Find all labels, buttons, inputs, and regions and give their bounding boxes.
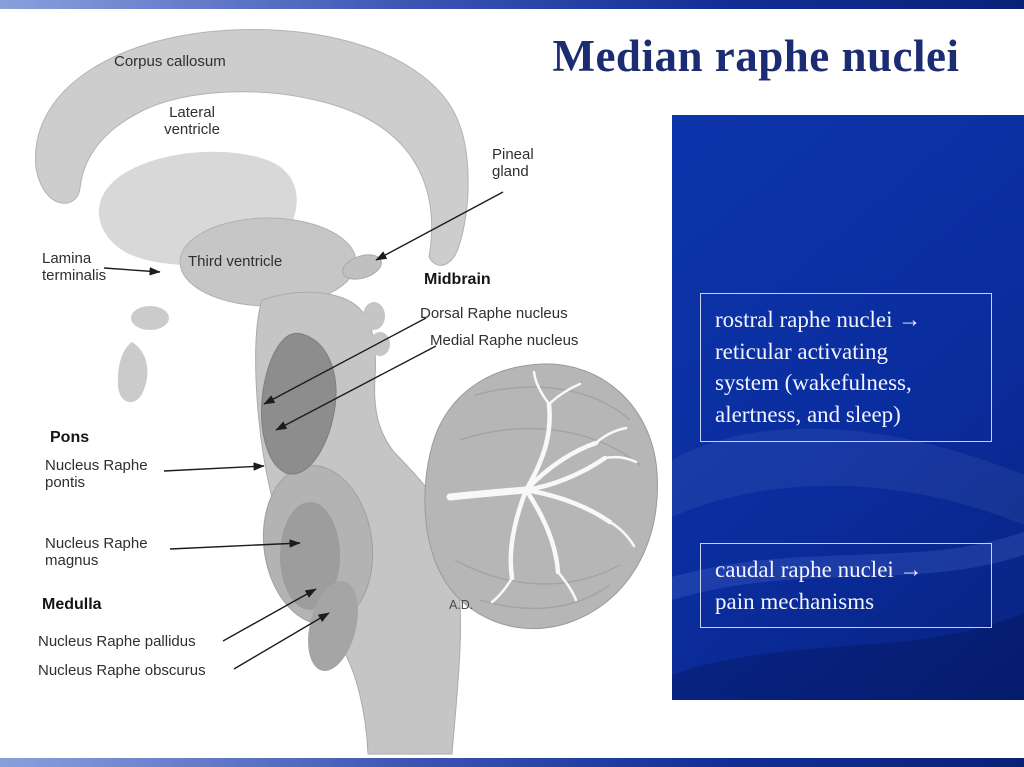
label-lamina-terminalis: Lamina terminalis — [42, 250, 107, 285]
colliculus-shape — [370, 332, 390, 356]
label-midbrain: Midbrain — [424, 271, 491, 288]
label-artist-signature: A.D. — [449, 598, 474, 612]
brain-diagram: Corpus callosum Lateral ventricle Pineal… — [0, 9, 672, 759]
slide-title: Median raphe nuclei — [552, 31, 960, 81]
top-border-strip — [0, 0, 1024, 9]
raphe-magnus-shape — [280, 502, 340, 610]
label-pons: Pons — [50, 429, 90, 446]
leader-arrows — [103, 191, 504, 670]
anterior-commissure-shape — [131, 306, 169, 330]
label-corpus-callosum: Corpus callosum — [114, 53, 226, 70]
rostral-raphe-infobox: rostral raphe nuclei → reticular activat… — [700, 293, 992, 442]
label-lateral-ventricle: Lateral ventricle — [164, 104, 220, 139]
optic-chiasm-shape — [117, 342, 148, 403]
colliculus-shape — [363, 302, 385, 330]
brain-illustration — [35, 28, 658, 755]
label-medulla: Medulla — [42, 596, 102, 613]
label-nucleus-raphe-magnus: Nucleus Raphe magnus — [45, 535, 148, 570]
label-pineal-gland: Pineal gland — [492, 146, 534, 181]
cerebellum-folia-lines — [454, 386, 641, 610]
midbrain-raphe-shape — [261, 332, 337, 475]
label-dorsal-raphe-nucleus: Dorsal Raphe nucleus — [420, 305, 568, 322]
corpus-callosum-shape — [35, 28, 469, 266]
pineal-gland-shape — [342, 254, 382, 280]
cerebellum-shape — [424, 363, 658, 630]
label-nucleus-raphe-obscurus: Nucleus Raphe obscurus — [38, 662, 206, 679]
caudal-raphe-infobox: caudal raphe nuclei → pain mechanisms — [700, 543, 992, 629]
bottom-border-strip — [0, 758, 1024, 767]
label-nucleus-raphe-pontis: Nucleus Raphe pontis — [45, 457, 148, 492]
content-panel: rostral raphe nuclei → reticular activat… — [672, 115, 1024, 700]
label-third-ventricle: Third ventricle — [188, 253, 283, 270]
label-medial-raphe-nucleus: Medial Raphe nucleus — [430, 332, 579, 349]
medulla-shape — [308, 581, 358, 671]
arbor-vitae-tree — [446, 370, 638, 604]
label-nucleus-raphe-pallidus: Nucleus Raphe pallidus — [38, 633, 196, 650]
panel-swoosh-decoration — [672, 428, 1024, 700]
